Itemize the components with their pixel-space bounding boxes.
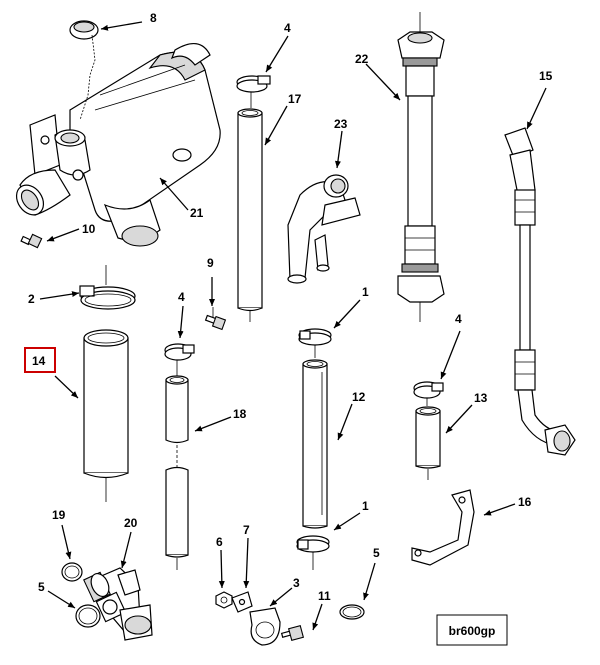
- tube-part-17[interactable]: [237, 92, 263, 322]
- elbow-fitting-part-20[interactable]: [83, 567, 153, 641]
- callout-18: 18: [233, 407, 247, 421]
- hose-clamp-part-4a[interactable]: [236, 75, 271, 93]
- leader-lines: [39, 21, 547, 631]
- braided-hose-part-15[interactable]: [504, 127, 576, 456]
- callout-13: 13: [474, 391, 488, 405]
- tube-part-12[interactable]: [302, 345, 328, 529]
- hose-assembly-part-22[interactable]: [397, 12, 445, 322]
- oil-tank-part-21[interactable]: [11, 43, 221, 247]
- callout-3: 3: [293, 576, 300, 590]
- callout-1a: 1: [362, 285, 369, 299]
- callout-10: 10: [82, 222, 96, 236]
- o-ring-part-5a[interactable]: [75, 604, 101, 628]
- callout-7: 7: [243, 523, 250, 537]
- bolt-part-10[interactable]: [20, 233, 43, 249]
- callout-16: 16: [518, 495, 532, 509]
- callout-15: 15: [539, 69, 553, 83]
- callout-19: 19: [52, 508, 66, 522]
- highlight-box-14: [24, 347, 56, 373]
- tube-part-18[interactable]: [165, 360, 189, 570]
- diagram-id-text: br600gp: [449, 624, 496, 638]
- callout-8: 8: [150, 11, 157, 25]
- hose-part-14[interactable]: [83, 265, 129, 502]
- hose-clamp-part-1a[interactable]: [298, 328, 332, 346]
- callout-9: 9: [207, 256, 214, 270]
- callout-4a: 4: [284, 21, 291, 35]
- p-clamp-part-3[interactable]: [249, 607, 281, 646]
- bracket-part-16[interactable]: [411, 489, 475, 566]
- callout-5b: 5: [373, 546, 380, 560]
- callout-14: 14: [32, 354, 46, 368]
- filler-cap-part-8[interactable]: [69, 20, 99, 121]
- callout-17: 17: [288, 92, 302, 106]
- callout-21: 21: [190, 206, 204, 220]
- callout-23: 23: [334, 117, 348, 131]
- screw-part-11[interactable]: [280, 624, 305, 642]
- nut-part-6[interactable]: [215, 591, 233, 609]
- callout-4c: 4: [455, 312, 462, 326]
- o-ring-part-19[interactable]: [61, 562, 83, 582]
- callout-12: 12: [352, 390, 366, 404]
- hose-clamp-part-1b[interactable]: [296, 535, 330, 570]
- callout-11: 11: [318, 589, 331, 603]
- o-ring-part-5b[interactable]: [339, 604, 365, 620]
- callout-22: 22: [355, 52, 369, 66]
- callout-4b: 4: [178, 290, 185, 304]
- callout-1b: 1: [362, 499, 369, 513]
- callout-2: 2: [28, 292, 35, 306]
- callout-labels: 8 10 21 2 14 19 5 20 4 17 23 9 4 18 1 12…: [28, 11, 553, 603]
- fitting-part-23[interactable]: [287, 174, 361, 284]
- hose-clamp-part-4b[interactable]: [164, 343, 195, 361]
- tube-part-13[interactable]: [415, 406, 441, 480]
- bolt-part-9[interactable]: [204, 307, 227, 331]
- clip-part-7[interactable]: [231, 591, 253, 613]
- callout-6: 6: [216, 535, 223, 549]
- hose-clamp-part-4c[interactable]: [413, 381, 444, 406]
- hose-clamp-part-2[interactable]: [79, 285, 136, 310]
- diagram-id-tag: br600gp: [436, 614, 508, 646]
- callout-5a: 5: [38, 580, 45, 594]
- callout-20: 20: [124, 516, 138, 530]
